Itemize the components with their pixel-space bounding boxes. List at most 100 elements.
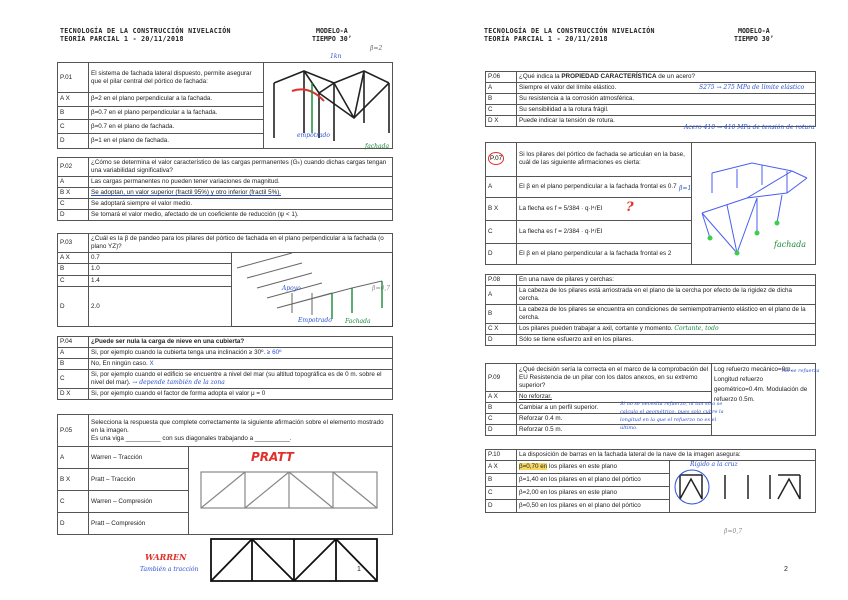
option-d[interactable]: El β en el plano perpendicular a la fach…: [516, 242, 692, 266]
question-id: P.03: [57, 233, 89, 253]
option-label: A X: [57, 92, 89, 107]
exam-header: TECNOLOGÍA DE LA CONSTRUCCIÓN NIVELACIÓN…: [484, 27, 655, 43]
option-label: B: [485, 304, 517, 324]
question-fill-blank: Es una viga __________ con sus diagonale…: [91, 434, 292, 442]
annotation: WARREN: [145, 552, 187, 562]
option-b[interactable]: Su resistencia a la corrosión atmosféric…: [516, 93, 816, 105]
annotation: Rígido a la cruz: [690, 461, 738, 468]
page-number: 2: [784, 566, 788, 573]
facade-bracing-drawing: [674, 469, 801, 505]
option-c[interactable]: Se adoptará siempre el valor medio.: [88, 198, 393, 210]
question-id: P.04: [57, 336, 89, 348]
option-label: C: [57, 274, 89, 288]
option-label: B X: [57, 468, 89, 491]
option-a[interactable]: β=2 en el plano perpendicular a la facha…: [88, 92, 264, 107]
question-id: P.09: [485, 363, 517, 392]
question-text: Selecciona la respuesta que complete cor…: [91, 418, 384, 434]
portal-frame-drawing: [273, 70, 390, 141]
option-a[interactable]: Las cargas permanentes no pueden tener v…: [88, 176, 393, 188]
option-c[interactable]: Su sensibilidad a la rotura frágil.: [516, 104, 816, 116]
option-d[interactable]: Se tomará el valor medio, afectado de un…: [88, 209, 393, 221]
option-label: A: [485, 82, 517, 94]
option-d[interactable]: Reforzar 0.5 m.: [516, 424, 712, 436]
question-text: Si los pilares del pórtico de fachada se…: [516, 142, 692, 177]
option-a[interactable]: β=0,70 en los pilares en este plano: [516, 460, 670, 474]
exam-header: TECNOLOGÍA DE LA CONSTRUCCIÓN NIVELACIÓN…: [60, 27, 231, 43]
annotation: β=1: [679, 185, 692, 192]
option-b[interactable]: Pratt – Tracción: [88, 468, 189, 491]
option-text: Si, por ejemplo cuando la cubierta tenga…: [91, 349, 266, 356]
model-label: MODELO-A: [737, 27, 770, 35]
option-a[interactable]: El β en el plano perpendicular a la fach…: [516, 175, 692, 198]
option-b[interactable]: Se adoptan, un valor superior (fractil 9…: [88, 187, 393, 199]
option-b[interactable]: La cabeza de los pilares se encuentra en…: [516, 304, 816, 324]
question-p07: P.07 Si los pilares del pórtico de fachad…: [485, 142, 816, 266]
course-title: TECNOLOGÍA DE LA CONSTRUCCIÓN NIVELACIÓN: [484, 27, 655, 35]
option-text: β=0,70 en los pilares en este plano: [519, 463, 617, 470]
annotation: Apoyo: [282, 285, 301, 292]
option-label: D X: [57, 388, 89, 400]
question-text: ¿Qué indica la PROPIEDAD CARACTERÍSTICA …: [516, 71, 816, 83]
option-c[interactable]: Los pilares pueden trabajar a axil, cort…: [516, 323, 816, 335]
annotation: fachada: [365, 143, 390, 150]
question-id: P.08: [485, 274, 517, 286]
option-c[interactable]: La flecha es f = 2/384 · q·l⁴/EI: [516, 219, 692, 244]
option-label: B: [57, 263, 89, 276]
option-label: C: [485, 486, 517, 500]
option-b[interactable]: β=1,40 en los pilares en el plano del pó…: [516, 473, 670, 487]
option-c[interactable]: Warren – Compresión: [88, 490, 189, 513]
side-data: Log refuerzo mecánico=0m. Longitud refue…: [711, 363, 816, 436]
option-text: Los pilares pueden trabajar a axil, cort…: [519, 325, 673, 332]
option-label: D: [57, 133, 89, 149]
option-c[interactable]: Si, por ejemplo cuando el edificio se en…: [88, 369, 393, 389]
question-text: ¿Cuál es la β de pandeo para los pilares…: [88, 233, 393, 253]
question-text: En una nave de pilares y cerchas:: [516, 274, 816, 286]
annotation: S275 → 275 MPa de límite elástico: [699, 84, 805, 91]
option-label: D: [57, 209, 89, 221]
option-label: A: [57, 347, 89, 359]
exam-subtitle: TEORÍA PARCIAL 1 - 20/11/2018: [484, 35, 608, 43]
option-b[interactable]: 1.0: [88, 263, 232, 276]
question-id: P.10: [485, 449, 517, 461]
option-a[interactable]: Si, por ejemplo cuando la cubierta tenga…: [88, 347, 393, 359]
question-id: P.02: [57, 157, 89, 177]
question-id: P.07: [485, 142, 517, 177]
option-c[interactable]: 1.4: [88, 274, 232, 288]
option-b[interactable]: La flecha es f = 5/384 · q·l⁴/EI: [516, 196, 692, 221]
option-d[interactable]: β=0,50 en los pilares en el plano del pó…: [516, 499, 670, 513]
option-label: D: [57, 286, 89, 327]
option-c[interactable]: β=2,00 en los pilares en este plano: [516, 486, 670, 500]
option-a[interactable]: 0.7: [88, 251, 232, 265]
question-text: ¿Puede ser nula la carga de nieve en una…: [88, 336, 393, 348]
option-a[interactable]: La cabeza de los pilares está arriostrad…: [516, 285, 816, 305]
option-label: D: [57, 512, 89, 535]
option-b[interactable]: β=0.7 en el plano perpendicular a la fac…: [88, 105, 264, 121]
option-a[interactable]: Warren – Tracción: [88, 446, 189, 469]
option-d[interactable]: Si, por ejemplo cuando el factor de form…: [88, 388, 393, 400]
option-c[interactable]: β=0.7 en el plano de fachada.: [88, 119, 264, 134]
option-d[interactable]: Pratt – Compresión: [88, 512, 189, 535]
option-label: C: [485, 104, 517, 116]
option-d[interactable]: β=1 en el plano de fachada.: [88, 133, 264, 149]
option-label: B: [485, 402, 517, 414]
option-d[interactable]: 2.0: [88, 286, 232, 327]
question-text: ¿Qué decisión sería la correcta en el ma…: [516, 363, 712, 392]
question-text: ¿Cómo se determina el valor característi…: [88, 157, 393, 177]
annotation: Acero 410 → 410 MPa de tensión de rotura: [684, 124, 815, 131]
question-p03: P.03¿Cuál es la β de pandeo para los pil…: [57, 233, 393, 327]
warren-truss-drawing: [210, 538, 378, 582]
question-id: P.05: [57, 414, 89, 447]
nave-drawing: [236, 252, 383, 319]
question-id-circled: P.07: [488, 152, 505, 166]
question-text-part: ¿Qué indica la: [519, 73, 562, 80]
question-text-bold: PROPIEDAD CARACTERÍSTICA: [561, 73, 657, 80]
pratt-truss-drawing: [200, 471, 378, 509]
option-d[interactable]: Sólo se tiene esfuerzo axil en los pilar…: [516, 334, 816, 346]
option-label: B X: [57, 187, 89, 199]
option-b[interactable]: No, En ningún caso. X: [88, 358, 393, 370]
option-label: A: [485, 175, 517, 198]
option-d[interactable]: Puede indicar la tensión de rotura.: [516, 115, 816, 127]
annotation: β=0,7: [372, 285, 391, 292]
facade-bracing-figure: Rígido a la cruz: [669, 460, 816, 513]
